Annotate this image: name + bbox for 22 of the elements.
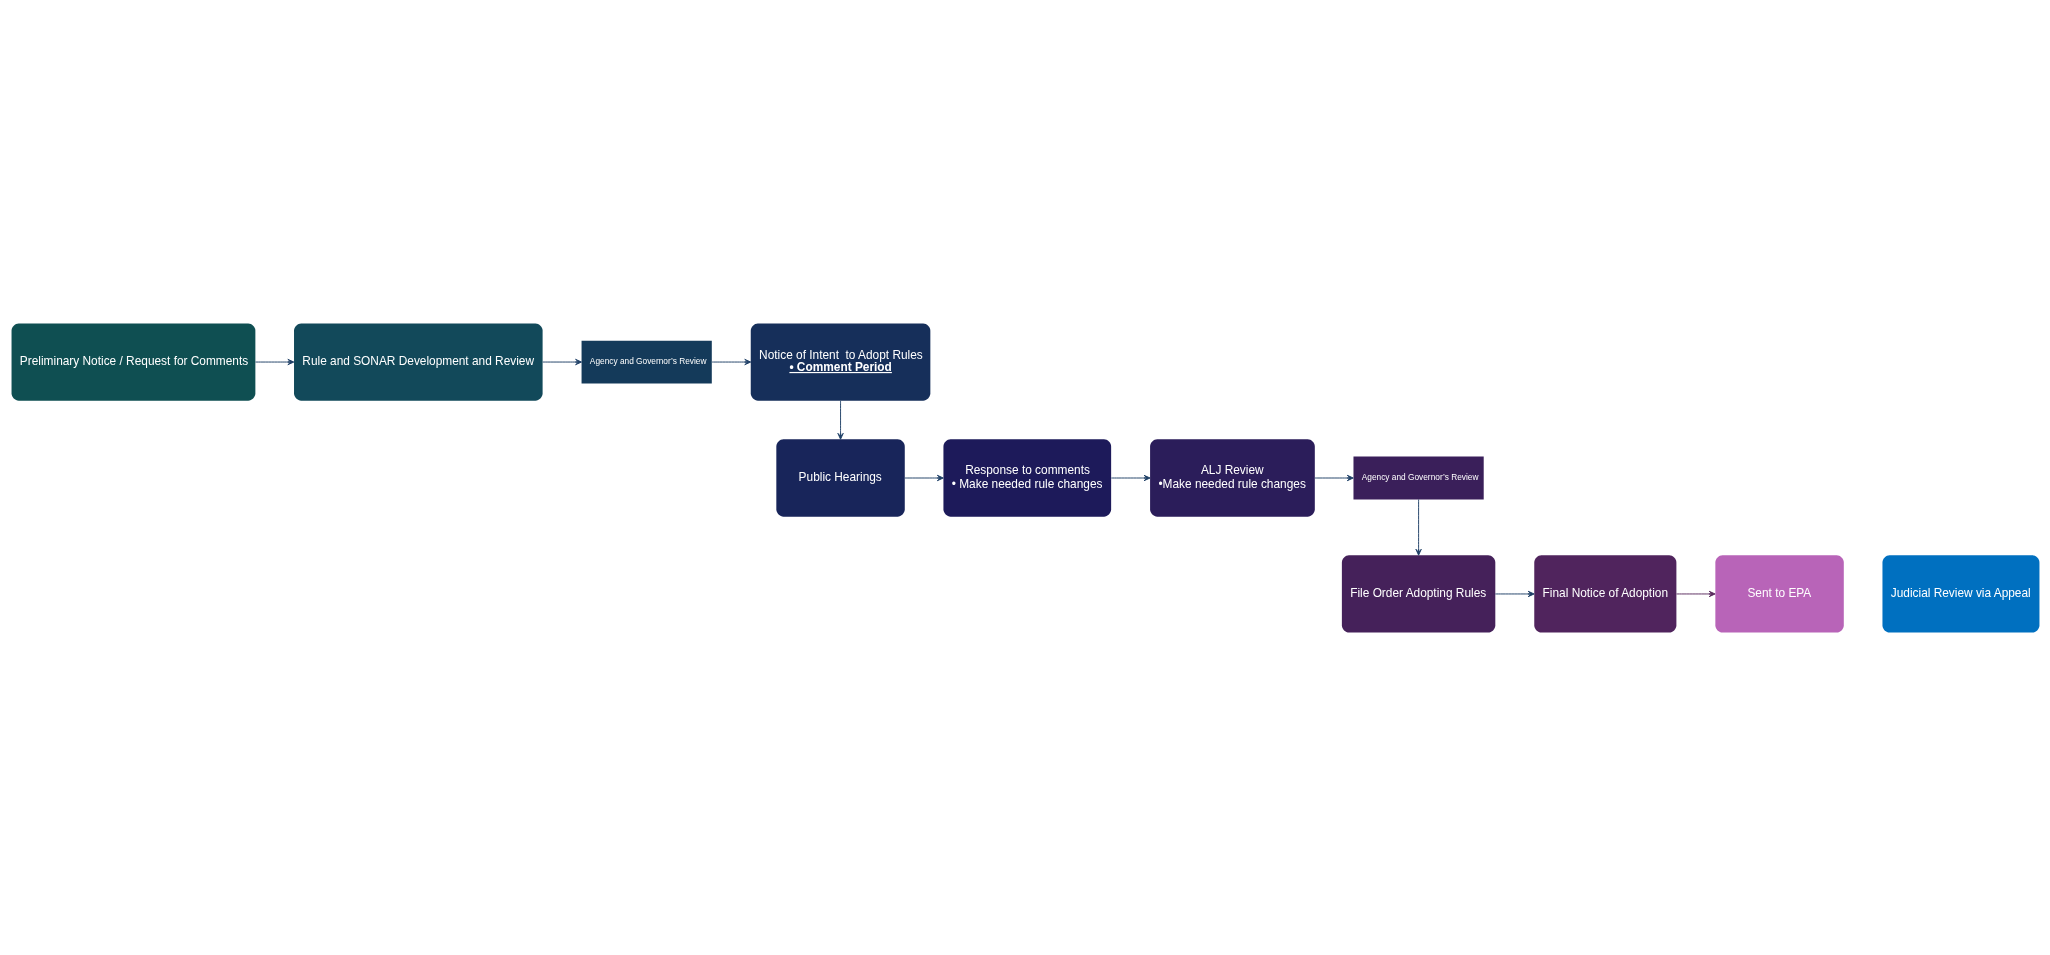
- node-box: ALJ Review •Make needed rule changes: [1149, 438, 1315, 517]
- node-box: Final Notice of Adoption: [1533, 554, 1676, 633]
- arrow: [1494, 590, 1535, 597]
- node-box: Preliminary Notice / Request for Comments: [11, 322, 255, 401]
- node-box: Judicial Review via Appeal: [1881, 554, 2039, 633]
- arrow: [541, 358, 582, 365]
- node-box: Notice of Intent to Adopt Rules • Comment Period: [750, 322, 930, 401]
- arrow: [1313, 474, 1354, 481]
- node-box: Response to comments • Make needed rule changes: [942, 438, 1111, 517]
- arrow: [1110, 474, 1150, 481]
- arrow: [836, 399, 844, 440]
- node-box: Agency and Governor’s Review: [581, 340, 712, 383]
- arrow: [1675, 590, 1716, 597]
- arrow: [903, 474, 944, 481]
- node-box: Agency and Governor’s Review: [1353, 456, 1484, 499]
- arrow: [1414, 498, 1422, 556]
- node-box: Sent to EPA: [1714, 554, 1844, 633]
- arrow: [254, 358, 294, 365]
- node-box: Public Hearings: [775, 438, 905, 517]
- node-box: File Order Adopting Rules: [1341, 554, 1495, 633]
- arrow: [711, 358, 751, 365]
- node-box: Rule and SONAR Development and Review: [293, 322, 543, 401]
